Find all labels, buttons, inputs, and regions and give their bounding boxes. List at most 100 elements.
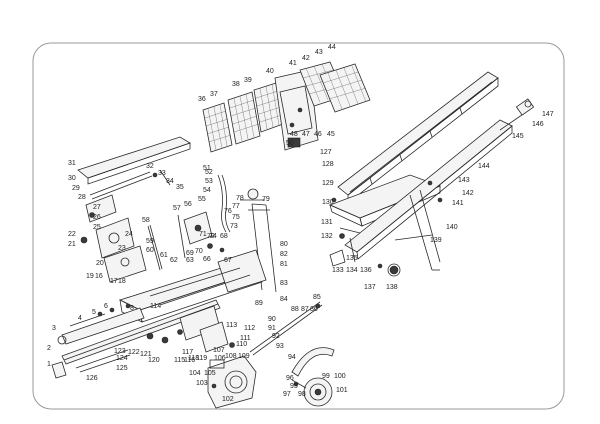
callout-97: 97	[283, 391, 291, 398]
callout-91: 91	[268, 325, 276, 332]
callout-100: 100	[334, 373, 346, 380]
callout-144: 144	[478, 163, 490, 170]
callout-29: 29	[72, 185, 80, 192]
callout-101: 101	[336, 387, 348, 394]
callout-26: 26	[93, 214, 101, 221]
callout-37: 37	[210, 91, 218, 98]
callout-124: 124	[116, 355, 128, 362]
callout-53: 53	[205, 178, 213, 185]
callout-118: 118	[188, 355, 199, 362]
callout-46: 46	[314, 131, 322, 138]
callout-129: 129	[322, 180, 334, 187]
callout-52: 52	[205, 169, 213, 176]
callout-114: 114	[150, 303, 161, 310]
callout-61: 61	[160, 252, 168, 259]
callout-146: 146	[532, 121, 544, 128]
callout-111: 111	[240, 335, 251, 342]
callout-79: 79	[262, 196, 270, 203]
callout-20: 20	[96, 260, 104, 267]
callout-30: 30	[68, 175, 76, 182]
main-beam-cylinder	[51, 249, 267, 379]
diagram-frame	[32, 42, 565, 410]
callout-87: 87	[301, 306, 309, 313]
callout-16: 16	[95, 273, 103, 280]
callout-119: 119	[196, 355, 207, 362]
callout-72: 72	[207, 233, 215, 240]
callout-5: 5	[92, 309, 96, 316]
callout-48: 48	[290, 131, 298, 138]
callout-137: 137	[364, 284, 376, 291]
callout-54: 54	[203, 187, 211, 194]
callout-116: 116	[184, 357, 195, 364]
callout-85: 85	[313, 294, 321, 301]
callout-57: 57	[173, 205, 181, 212]
callout-130: 130	[322, 199, 334, 206]
callout-35: 35	[176, 184, 184, 191]
callout-66: 66	[203, 256, 211, 263]
callout-90: 90	[268, 316, 276, 323]
callout-55: 55	[198, 196, 206, 203]
callout-51: 51	[203, 165, 211, 172]
callout-94: 94	[288, 354, 296, 361]
callout-82: 82	[280, 251, 288, 258]
callout-34: 34	[166, 178, 174, 185]
callout-56: 56	[184, 201, 192, 208]
callout-103: 103	[196, 380, 208, 387]
callout-139: 139	[430, 237, 442, 244]
callout-128: 128	[322, 161, 334, 168]
callout-132: 132	[321, 233, 333, 240]
callout-2: 2	[47, 345, 51, 352]
callout-98: 98	[298, 391, 306, 398]
callout-110: 110	[236, 341, 247, 348]
callout-120: 120	[148, 357, 160, 364]
callout-44: 44	[328, 44, 336, 51]
valve-lever-assembly	[177, 174, 277, 293]
callout-28: 28	[78, 194, 86, 201]
callout-41: 41	[289, 60, 297, 67]
callout-73: 73	[230, 223, 238, 230]
callout-21: 21	[68, 241, 76, 248]
callout-23: 23	[118, 245, 126, 252]
callout-39: 39	[244, 77, 252, 84]
callout-126: 126	[86, 375, 98, 382]
callout-32: 32	[146, 163, 154, 170]
callout-147: 147	[542, 111, 554, 118]
callout-8: 8	[130, 305, 134, 312]
callout-38: 38	[232, 81, 240, 88]
callout-60: 60	[146, 247, 154, 254]
callout-133: 133	[332, 267, 344, 274]
callout-83: 83	[280, 280, 288, 287]
callout-62: 62	[170, 257, 178, 264]
log-table-assembly	[328, 98, 535, 277]
callout-18: 18	[118, 278, 126, 285]
callout-93: 93	[276, 343, 284, 350]
callout-42: 42	[302, 55, 310, 62]
callout-69: 69	[186, 250, 194, 257]
callout-121: 121	[140, 351, 152, 358]
callout-134: 134	[346, 267, 358, 274]
wire-mesh-guards	[202, 61, 371, 153]
callout-122: 122	[128, 349, 140, 356]
callout-125: 125	[116, 365, 128, 372]
callout-47: 47	[302, 131, 310, 138]
callout-27: 27	[93, 204, 101, 211]
callout-142: 142	[462, 190, 474, 197]
callout-17: 17	[110, 278, 118, 285]
callout-31: 31	[68, 160, 76, 167]
callout-104: 104	[189, 370, 201, 377]
callout-1: 1	[47, 361, 51, 368]
callout-117: 117	[182, 349, 193, 356]
callout-84: 84	[280, 296, 288, 303]
callout-96: 96	[286, 375, 294, 382]
callout-68: 68	[220, 233, 228, 240]
callout-81: 81	[280, 261, 288, 268]
callout-105: 105	[204, 370, 216, 377]
callout-80: 80	[280, 241, 288, 248]
callout-40: 40	[266, 68, 274, 75]
callout-115: 115	[174, 357, 185, 364]
callout-108: 108	[225, 353, 237, 360]
callout-74: 74	[209, 233, 217, 240]
callout-3: 3	[52, 325, 56, 332]
